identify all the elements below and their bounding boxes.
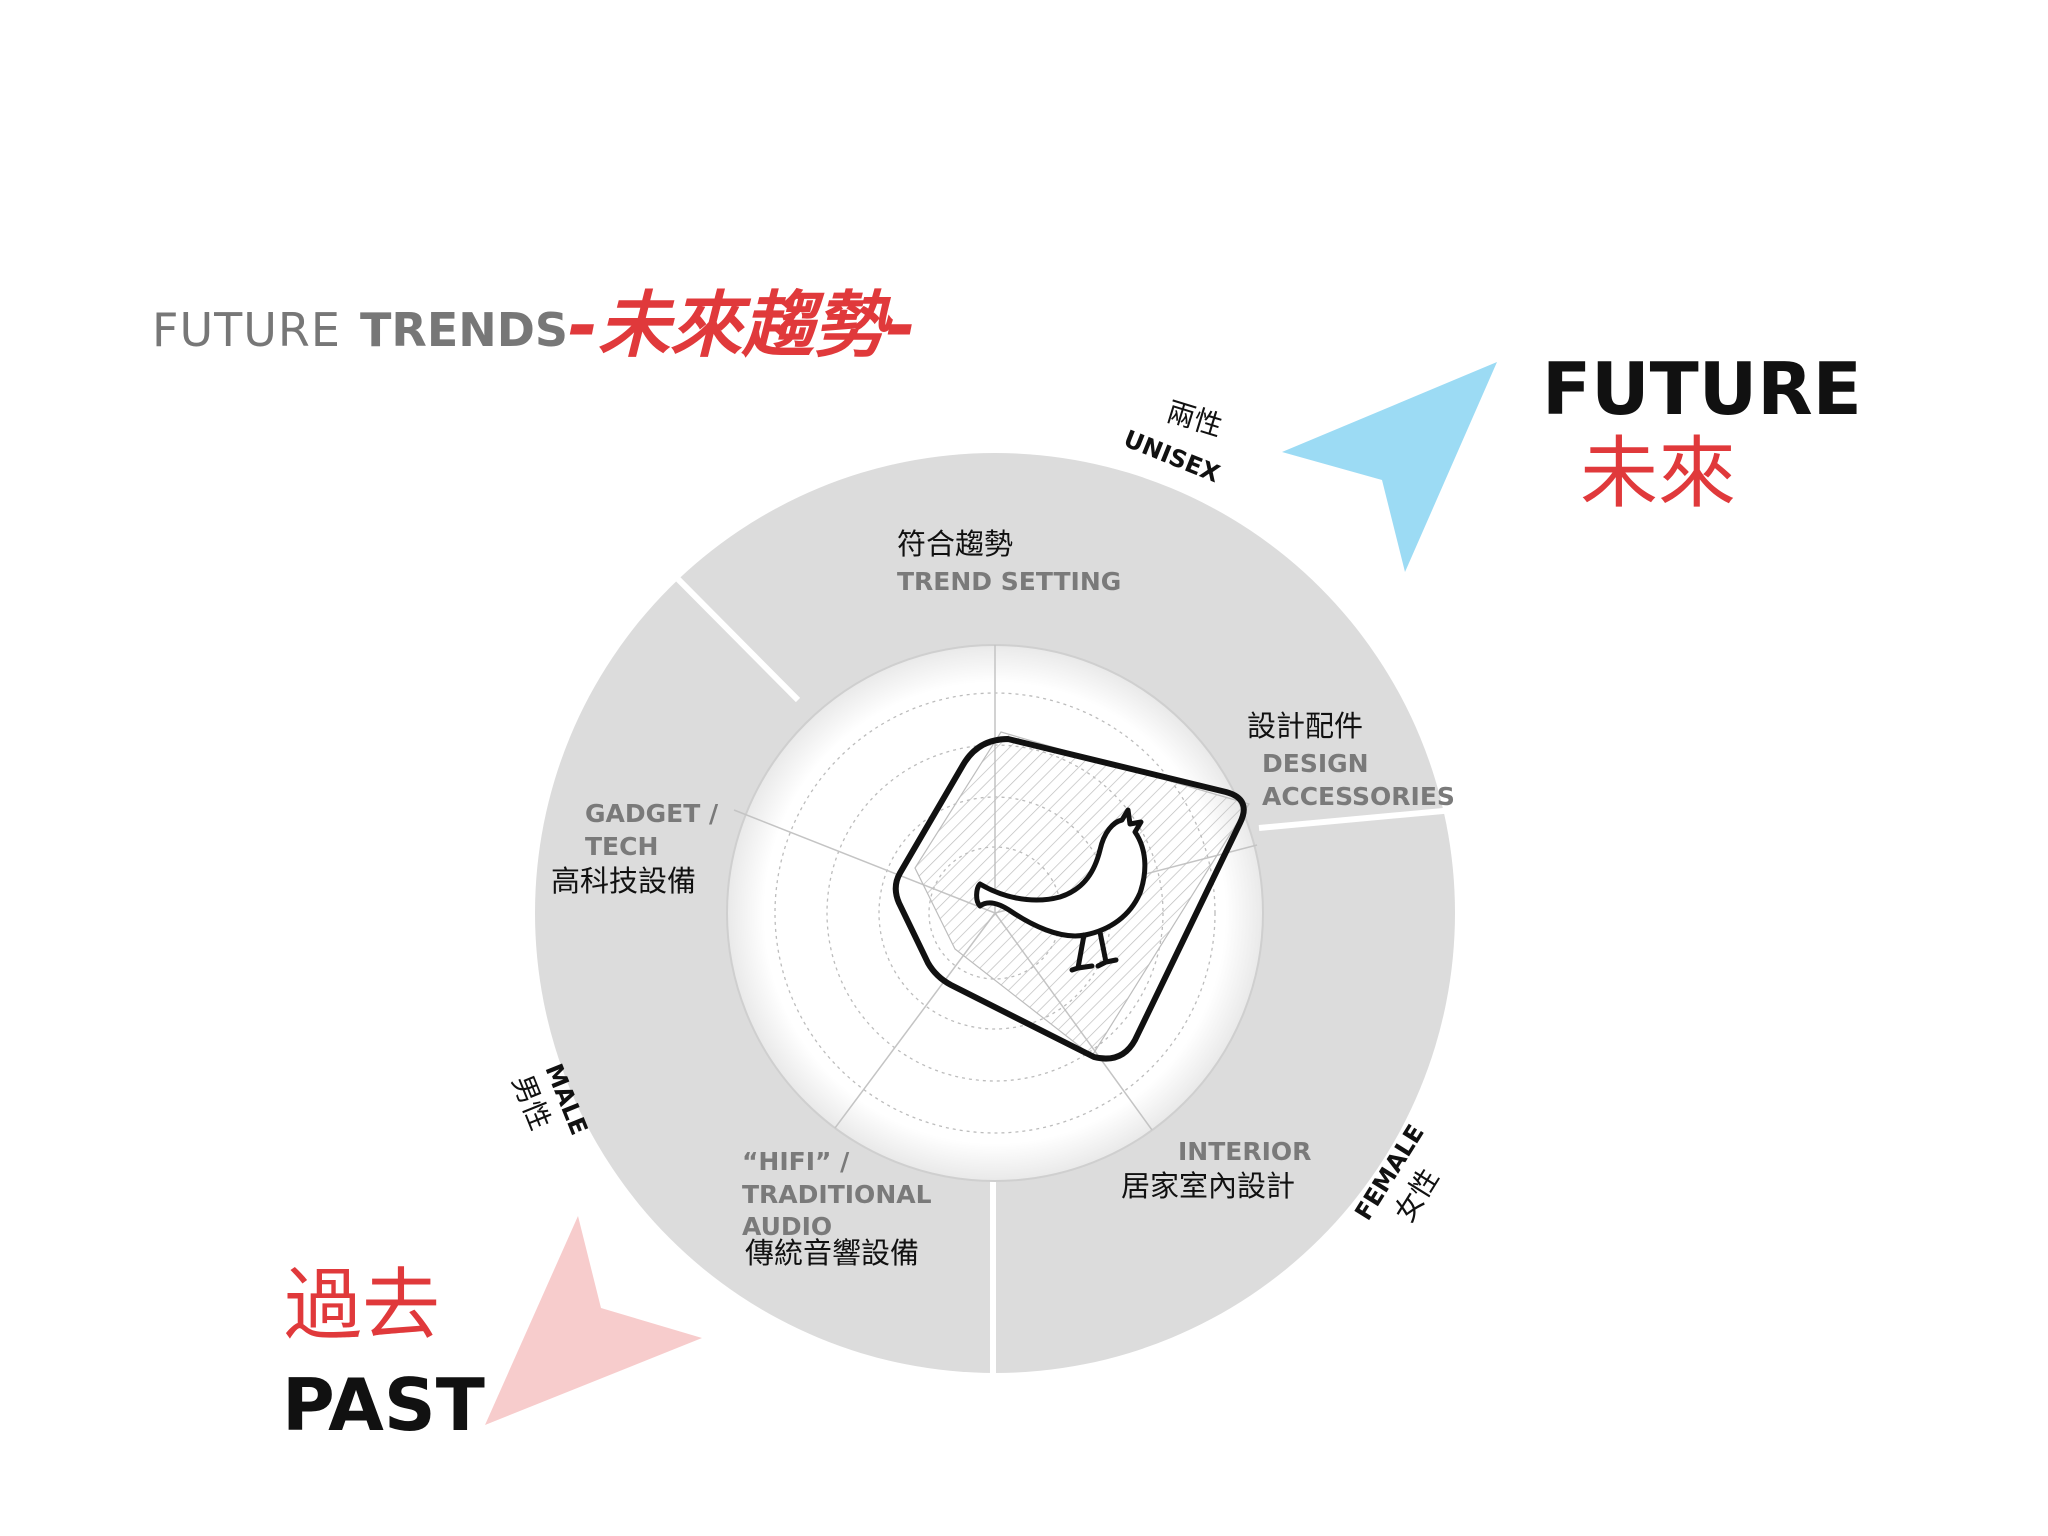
interior-en: INTERIOR [1178,1137,1311,1166]
segment-trend-setting: 符合趨勢 TREND SETTING [897,527,1121,596]
title-zh: -未來趨勢- [568,283,916,367]
divider-trend-design [1258,807,1455,831]
design-en1: DESIGN [1262,749,1369,778]
axis-unisex: 兩性 [1163,395,1226,443]
future-label-zh: 未來 [1580,429,1736,519]
gadget-en1: GADGET / [585,799,719,828]
segment-gadget-tech: GADGET / TECH 高科技設備 [551,799,719,898]
interior-zh: 居家室內設計 [1121,1169,1295,1203]
future-arrow-icon [1282,362,1497,572]
segment-design-accessories: 設計配件 DESIGN ACCESSORIES [1247,709,1455,811]
hifi-zh: 傳統音響設備 [745,1236,919,1270]
title-future: FUTURE TRENDS [152,303,568,357]
trend-zh: 符合趨勢 [897,527,1013,561]
segment-hifi-audio: “HIFI” / TRADITIONAL AUDIO 傳統音響設備 [742,1147,932,1270]
trend-en: TREND SETTING [897,567,1121,596]
hifi-en2: TRADITIONAL [742,1180,932,1209]
hifi-en1: “HIFI” / [742,1147,850,1176]
divider-gadget-trend [666,567,801,703]
bird-logo-icon [892,736,1247,1062]
design-zh: 設計配件 [1247,709,1363,743]
design-en2: ACCESSORIES [1262,782,1455,811]
header-title: FUTURE TRENDS -未來趨勢- [152,283,916,367]
ring-dividers [666,567,1455,1380]
future-label-en: FUTURE [1542,347,1862,431]
past-label-zh: 過去 [284,1261,440,1351]
past-label-en: PAST [282,1363,485,1447]
gadget-zh: 高科技設備 [551,864,696,898]
gadget-en2: TECH [585,832,658,861]
hifi-en3: AUDIO [742,1212,832,1241]
segment-interior: INTERIOR 居家室內設計 [1121,1137,1311,1203]
unisex-zh: 兩性 [1163,395,1226,443]
past-arrow-icon [485,1216,702,1425]
